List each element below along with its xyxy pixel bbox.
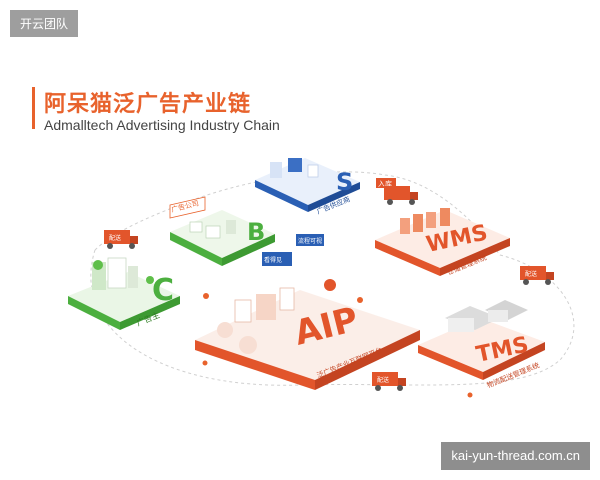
platform-c: C 广告主 bbox=[68, 257, 180, 330]
inbound-sign-label: 入库 bbox=[378, 179, 392, 188]
page-title: 阿呆猫泛广告产业链 bbox=[44, 92, 252, 117]
truck-1-label: 配送 bbox=[109, 234, 121, 242]
chain-connection-path bbox=[90, 171, 575, 386]
plant-icon bbox=[93, 260, 154, 284]
watermark-top-label: 开云团队 bbox=[10, 10, 79, 37]
person-dot bbox=[357, 297, 363, 303]
platform-tms: TMS 物流配送管理系统 bbox=[418, 300, 545, 390]
truck-4: 配送 bbox=[372, 372, 406, 391]
truck-2 bbox=[384, 186, 418, 205]
platform-aip: AIP 泛广告产业互联网平台 看得见 流程可视 bbox=[195, 234, 420, 390]
truck-3: 配送 bbox=[520, 266, 554, 285]
inbound-sign: 入库 bbox=[376, 178, 396, 188]
title-accent-bar bbox=[32, 87, 35, 129]
truck-1: 配送 bbox=[104, 230, 138, 249]
platform-c-letter: C bbox=[152, 273, 174, 308]
process-sign: 流程可视 bbox=[296, 234, 324, 246]
platform-s: S 广告供应商 bbox=[255, 158, 360, 216]
process-sign-label: 流程可视 bbox=[298, 237, 322, 245]
page-subtitle: Admalltech Advertising Industry Chain bbox=[44, 117, 280, 133]
truck-3-label: 配送 bbox=[525, 270, 537, 278]
truck-4-label: 配送 bbox=[377, 376, 389, 384]
platform-b-sign: 广告公司 bbox=[169, 196, 206, 219]
aip-screen-sign: 看得见 bbox=[262, 252, 292, 266]
person-dot bbox=[467, 392, 473, 398]
platform-b-letter: B bbox=[247, 218, 265, 246]
platform-b: B 广告公司 bbox=[169, 196, 275, 266]
aip-screen-sign-label: 看得见 bbox=[264, 256, 282, 264]
person-dot bbox=[203, 293, 209, 299]
watermark-bottom-url: kai-yun-thread.com.cn bbox=[441, 442, 590, 470]
platform-s-letter: S bbox=[336, 168, 353, 196]
person-dot bbox=[202, 360, 208, 366]
